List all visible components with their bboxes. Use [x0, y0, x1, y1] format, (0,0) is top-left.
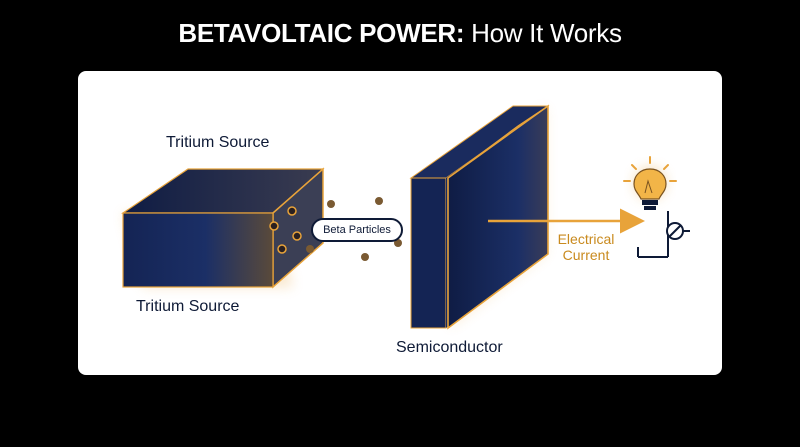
particle-holes — [269, 206, 302, 254]
page-title: BETAVOLTAIC POWER: How It Works — [0, 18, 800, 49]
tritium-source-block — [121, 167, 325, 289]
electrical-current-label: Electrical Current — [557, 231, 615, 263]
beta-particles — [306, 197, 402, 261]
diagram-canvas — [121, 104, 690, 330]
semiconductor-label: Semiconductor — [396, 339, 503, 356]
bulb-icon — [623, 156, 677, 210]
semiconductor-stack — [409, 104, 550, 330]
beta-particles-label: Beta Particles — [311, 218, 403, 242]
title-light: How It Works — [464, 18, 622, 48]
circuit-symbol-icon — [637, 211, 690, 258]
title-strong: BETAVOLTAIC POWER: — [178, 18, 465, 48]
source-label-bottom: Tritium Source — [136, 298, 240, 315]
diagram-panel: Tritium Source Tritium Source Beta Parti… — [78, 71, 722, 375]
source-label-top: Tritium Source — [166, 134, 270, 151]
